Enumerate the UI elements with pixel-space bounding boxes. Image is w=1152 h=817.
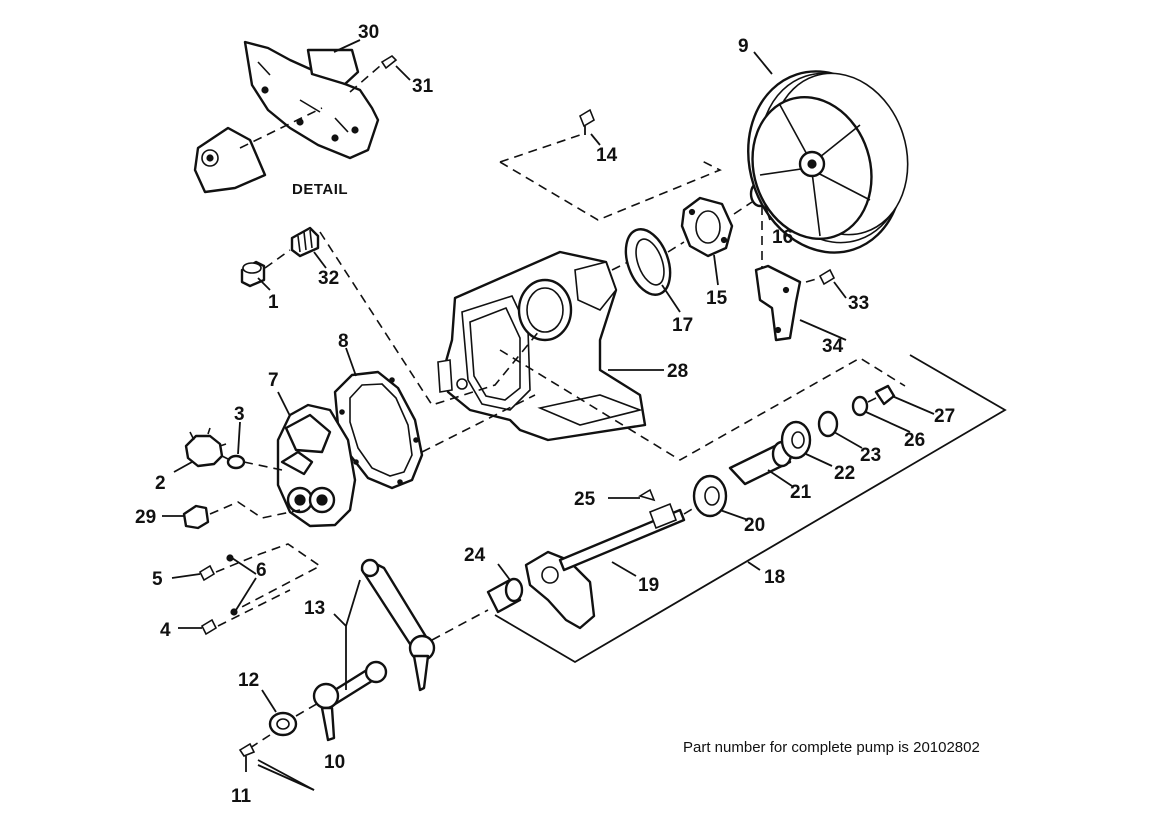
callout-12: 12 (238, 670, 259, 691)
callout-32: 32 (318, 268, 339, 289)
gasket-8 (333, 370, 424, 490)
wrist-pin-12 (268, 711, 298, 737)
callout-10: 10 (324, 752, 345, 773)
callout-18: 18 (764, 567, 785, 588)
bearing-20 (692, 474, 728, 518)
gasket-17 (624, 228, 672, 296)
pump-part-number-note: Part number for complete pump is 2010280… (683, 739, 980, 756)
callout-29: 29 (135, 507, 156, 528)
bearing-cover-15 (680, 196, 734, 258)
callout-5: 5 (152, 569, 163, 590)
callout-2: 2 (155, 473, 166, 494)
callout-33: 33 (848, 293, 869, 314)
leader-lines (162, 39, 935, 772)
callout-34: 34 (822, 336, 844, 357)
callout-28: 28 (667, 361, 688, 382)
connecting-rods-13 (312, 558, 436, 742)
crankshaft-19 (524, 502, 686, 630)
callout-26: 26 (904, 430, 925, 451)
callout-21: 21 (790, 482, 812, 503)
breather-cap-2 (184, 427, 227, 468)
callout-6: 6 (256, 560, 267, 581)
callout-20: 20 (744, 515, 765, 536)
callout-27: 27 (934, 406, 955, 427)
valve-plate-7 (276, 403, 357, 528)
screw-31 (380, 54, 398, 70)
washer-26 (851, 395, 869, 417)
o-ring-3 (226, 454, 246, 470)
belt-guard-bracket-34 (754, 264, 802, 342)
washer-23 (817, 410, 839, 438)
callout-1: 1 (268, 292, 279, 313)
callout-19: 19 (638, 575, 659, 596)
plug-29 (182, 504, 210, 530)
fitting-32 (290, 226, 320, 258)
key-25 (638, 488, 656, 502)
callout-24: 24 (464, 545, 486, 566)
spacer-21 (728, 440, 793, 486)
pump-case-28 (437, 250, 647, 442)
callout-8: 8 (338, 331, 349, 352)
bolt-33 (818, 268, 836, 286)
callout-25: 25 (574, 489, 596, 510)
plug-1 (240, 260, 266, 288)
detail-label: DETAIL (292, 181, 348, 198)
bearing-22 (780, 420, 812, 460)
callout-30: 30 (358, 22, 379, 43)
callout-15: 15 (706, 288, 728, 309)
detail-bracket-30 (306, 48, 360, 86)
screws-4-5 (198, 554, 238, 636)
nut-27 (874, 384, 896, 406)
callout-7: 7 (268, 370, 279, 391)
callout-numbers: 30 31 9 14 16 15 17 33 34 28 1 32 8 7 3 … (135, 22, 955, 807)
callout-9: 9 (738, 36, 749, 57)
callout-4: 4 (160, 620, 171, 641)
bolt-14 (579, 108, 595, 128)
callout-3: 3 (234, 404, 245, 425)
callout-31: 31 (412, 76, 434, 97)
callout-16: 16 (772, 227, 793, 248)
callout-13: 13 (304, 598, 325, 619)
screw-11 (238, 742, 256, 757)
bushing-24 (486, 577, 524, 614)
callout-17: 17 (672, 315, 693, 336)
detail-view: DETAIL (193, 40, 398, 198)
callout-14: 14 (596, 145, 618, 166)
callout-22: 22 (834, 463, 855, 484)
callout-11: 11 (231, 786, 252, 807)
callout-23: 23 (860, 445, 881, 466)
valve-block (284, 413, 332, 454)
pulley-9 (747, 70, 909, 254)
